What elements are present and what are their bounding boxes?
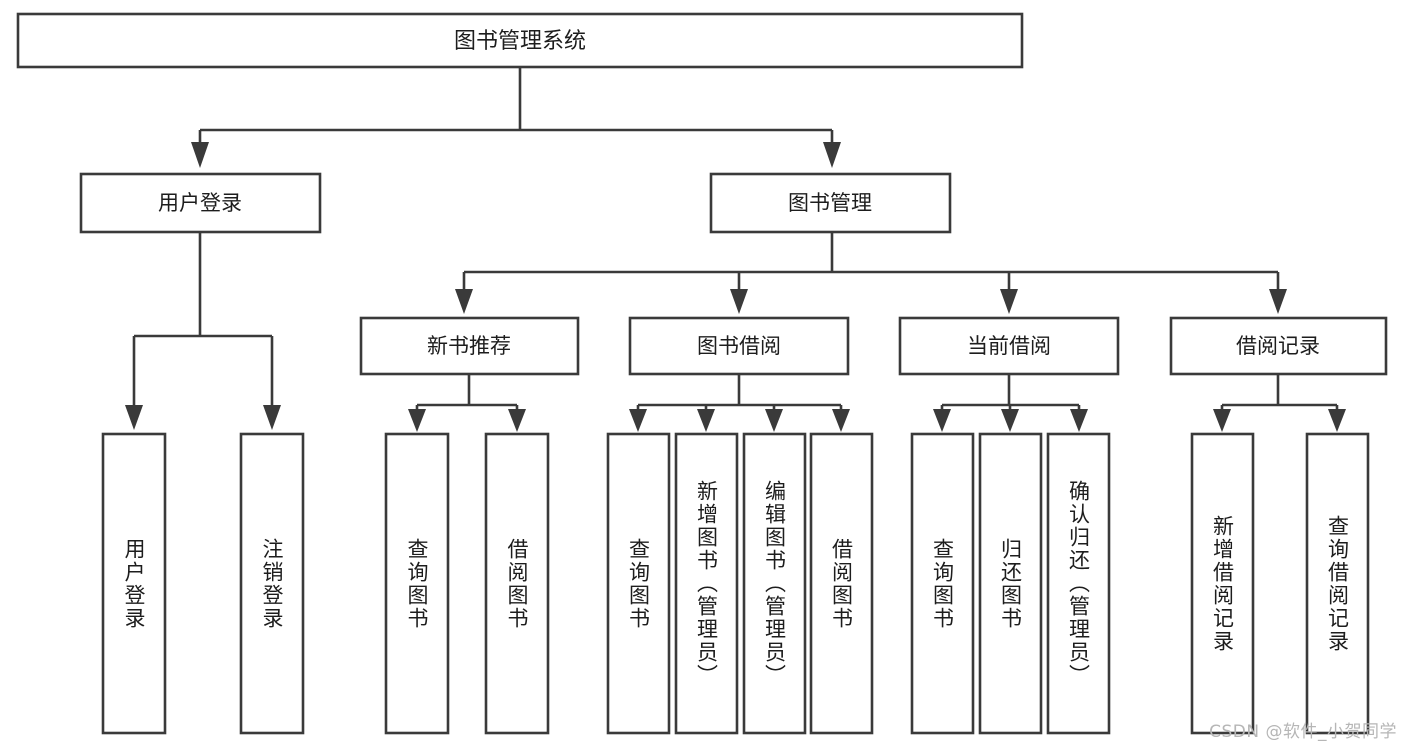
arrow-user-login-l1-icon [125, 405, 143, 430]
leaf-query-book-2-box[interactable] [606, 432, 671, 735]
node-book-borrow[interactable]: 图书借阅 [628, 316, 850, 376]
node-book-borrow-box[interactable] [628, 316, 850, 376]
node-current-borrow-label: 当前借阅 [967, 334, 1051, 358]
arrow-user-login-l2-icon [263, 405, 281, 430]
arrow-br-l1-icon [1213, 409, 1231, 432]
leaf-user-login-box[interactable] [101, 432, 167, 735]
csdn-watermark: CSDN @软件_小贺同学 [1209, 722, 1397, 742]
node-new-book-recommend-box[interactable] [359, 316, 580, 376]
leaf-edit-book-box[interactable] [742, 432, 807, 735]
leaf-query-book-3-box[interactable] [910, 432, 975, 735]
leaf-user-logout-box[interactable] [239, 432, 305, 735]
node-book-management[interactable]: 图书管理 [709, 172, 952, 234]
node-root-box[interactable] [16, 12, 1024, 69]
node-current-borrow-box[interactable] [898, 316, 1120, 376]
node-user-login-label: 用户登录 [158, 191, 242, 215]
leaf-borrow-book-1-box[interactable] [484, 432, 550, 735]
arrow-nbr-l1-icon [408, 409, 426, 432]
node-root-label: 图书管理系统 [454, 29, 586, 54]
node-user-login-box[interactable] [79, 172, 322, 234]
connector-group-current-borrow [933, 375, 1088, 432]
arrow-cb-l1-icon [933, 409, 951, 432]
leaf-query-book-1-box[interactable] [384, 432, 450, 735]
arrow-root-to-book-management-icon [823, 142, 841, 168]
arrow-bb-l3-icon [765, 409, 783, 432]
connector-group-borrow-record [1213, 375, 1346, 432]
node-book-borrow-label: 图书借阅 [697, 334, 781, 358]
node-borrow-record-box[interactable] [1169, 316, 1388, 376]
node-borrow-record[interactable]: 借阅记录 [1169, 316, 1388, 376]
leaf-borrow-book-2-box[interactable] [809, 432, 874, 735]
node-new-book-recommend[interactable]: 新书推荐 [359, 316, 580, 376]
node-root[interactable]: 图书管理系统 [16, 12, 1024, 69]
node-current-borrow[interactable]: 当前借阅 [898, 316, 1120, 376]
arrow-bm-to-book-borrow-icon [730, 289, 748, 314]
leaf-return-book-box[interactable] [978, 432, 1043, 735]
leaf-boxes-group [101, 432, 1370, 735]
connector-group-book-management [455, 232, 1287, 314]
arrow-nbr-l2-icon [508, 409, 526, 432]
arrow-bm-to-current-borrow-icon [1000, 289, 1018, 314]
node-borrow-record-label: 借阅记录 [1236, 334, 1320, 358]
arrow-bm-to-borrow-record-icon [1269, 289, 1287, 314]
arrow-bb-l4-icon [832, 409, 850, 432]
leaf-query-record-box[interactable] [1305, 432, 1370, 735]
arrow-bm-to-new-book-icon [455, 289, 473, 314]
arrow-root-to-user-login-icon [191, 142, 209, 168]
leaf-add-book-box[interactable] [674, 432, 739, 735]
node-book-management-label: 图书管理 [788, 191, 872, 215]
connector-group-book-borrow [629, 375, 850, 432]
node-book-management-box[interactable] [709, 172, 952, 234]
leaf-add-record-box[interactable] [1190, 432, 1255, 735]
arrow-bb-l1-icon [629, 409, 647, 432]
arrow-bb-l2-icon [697, 409, 715, 432]
connector-group-root [191, 67, 841, 168]
arrow-cb-l2-icon [1001, 409, 1019, 432]
leaf-confirm-return-box[interactable] [1046, 432, 1111, 735]
arrow-br-l2-icon [1328, 409, 1346, 432]
arrow-cb-l3-icon [1070, 409, 1088, 432]
connector-group-new-book-recommend [408, 375, 526, 432]
connector-group-user-login [125, 232, 281, 430]
node-user-login[interactable]: 用户登录 [79, 172, 322, 234]
node-new-book-recommend-label: 新书推荐 [427, 334, 511, 358]
